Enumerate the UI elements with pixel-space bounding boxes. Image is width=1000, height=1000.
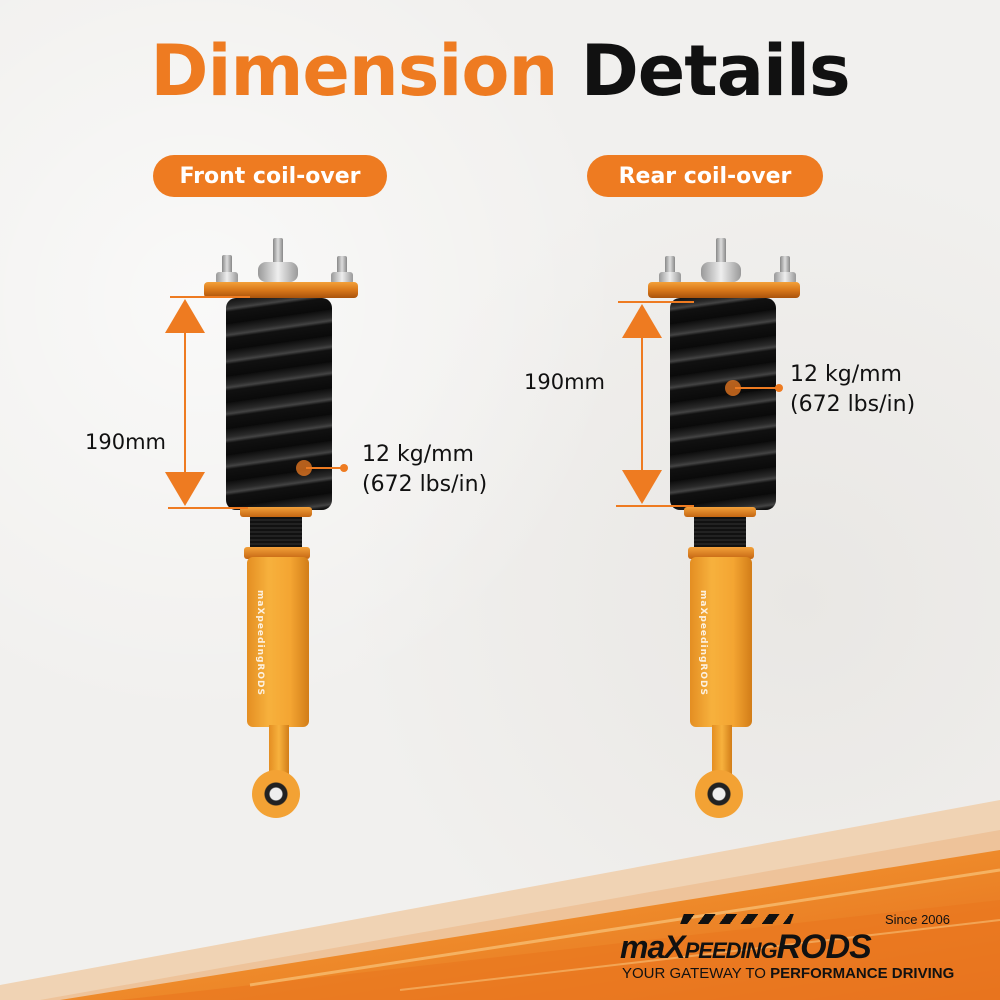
checkered-flag-icon [680,914,794,924]
logo-wordmark-max: maX [620,929,686,965]
mount-nut-icon [216,272,238,284]
mount-nut-icon [659,272,681,284]
rear-top-extension-line [618,301,694,303]
mount-stud-icon [222,255,232,283]
damper-rod [269,725,289,775]
rear-spring-marker-icon [725,380,741,396]
front-leader-line [306,467,346,469]
rear-coilover-badge: Rear coil-over [587,155,823,197]
damper-body [247,557,309,727]
front-spring-rate-metric: 12 kg/mm [362,442,474,467]
damper-rod [712,725,732,775]
damper-brand-print: maXpeedingRODS [255,590,265,696]
title-dimension: Dimension [150,30,558,112]
mount-stud-icon [273,238,283,268]
rear-arrow-up-icon [622,304,662,338]
coil-spring [670,298,776,510]
mount-stud-icon [337,256,347,282]
lock-ring [244,547,310,559]
damper-body [690,557,752,727]
logo-wordmark-rods: RODS [776,928,872,966]
top-mount-plate [648,282,800,298]
front-dimension-line [184,330,186,478]
mount-stud-icon [665,256,675,282]
logo-wordmark-peeding: PEEDING [684,938,778,963]
rear-spring-rate: 12 kg/mm (672 lbs/in) [790,360,915,420]
rear-bottom-extension-line [616,505,694,507]
logo-wordmark: maXPEEDINGRODS [620,928,872,967]
rear-height-label: 190mm [524,370,605,394]
mount-nut-icon [774,272,796,284]
front-spring-marker-icon [296,460,312,476]
front-leader-end-icon [340,464,348,472]
page-title: Dimension Details [0,30,1000,112]
front-coilover-badge: Front coil-over [153,155,387,197]
rear-arrow-down-icon [622,470,662,504]
title-details: Details [580,30,851,112]
rear-spring-rate-imperial: (672 lbs/in) [790,392,916,417]
bottom-eye-bushing [252,770,300,818]
threaded-sleeve [250,517,302,547]
front-arrow-up-icon [165,299,205,333]
rear-leader-end-icon [775,384,783,392]
since-year: Since 2006 [884,912,950,927]
mount-stud-icon [780,256,790,282]
front-spring-rate: 12 kg/mm (672 lbs/in) [362,440,487,500]
rear-leader-line [735,387,780,389]
rear-spring-rate-metric: 12 kg/mm [790,362,902,387]
mount-nut-icon [331,272,353,284]
front-bottom-extension-line [168,507,248,509]
logo-tagline: YOUR GATEWAY TO PERFORMANCE DRIVING [622,965,954,982]
front-spring-rate-imperial: (672 lbs/in) [362,472,488,497]
mount-nut-icon [258,262,298,282]
damper-brand-print: maXpeedingRODS [698,590,708,696]
tagline-bold: PERFORMANCE DRIVING [770,965,955,982]
mount-stud-icon [716,238,726,268]
spring-collar [684,507,756,517]
threaded-sleeve [694,517,746,547]
front-height-label: 190mm [85,430,166,454]
mount-nut-icon [701,262,741,282]
spring-collar [240,507,312,517]
bottom-eye-bushing [695,770,743,818]
coil-spring [226,298,332,510]
front-arrow-down-icon [165,472,205,506]
rear-dimension-line [641,336,643,474]
top-mount-plate [204,282,358,298]
front-top-extension-line [170,296,250,298]
lock-ring [688,547,754,559]
tagline-light: YOUR GATEWAY TO [622,965,771,982]
